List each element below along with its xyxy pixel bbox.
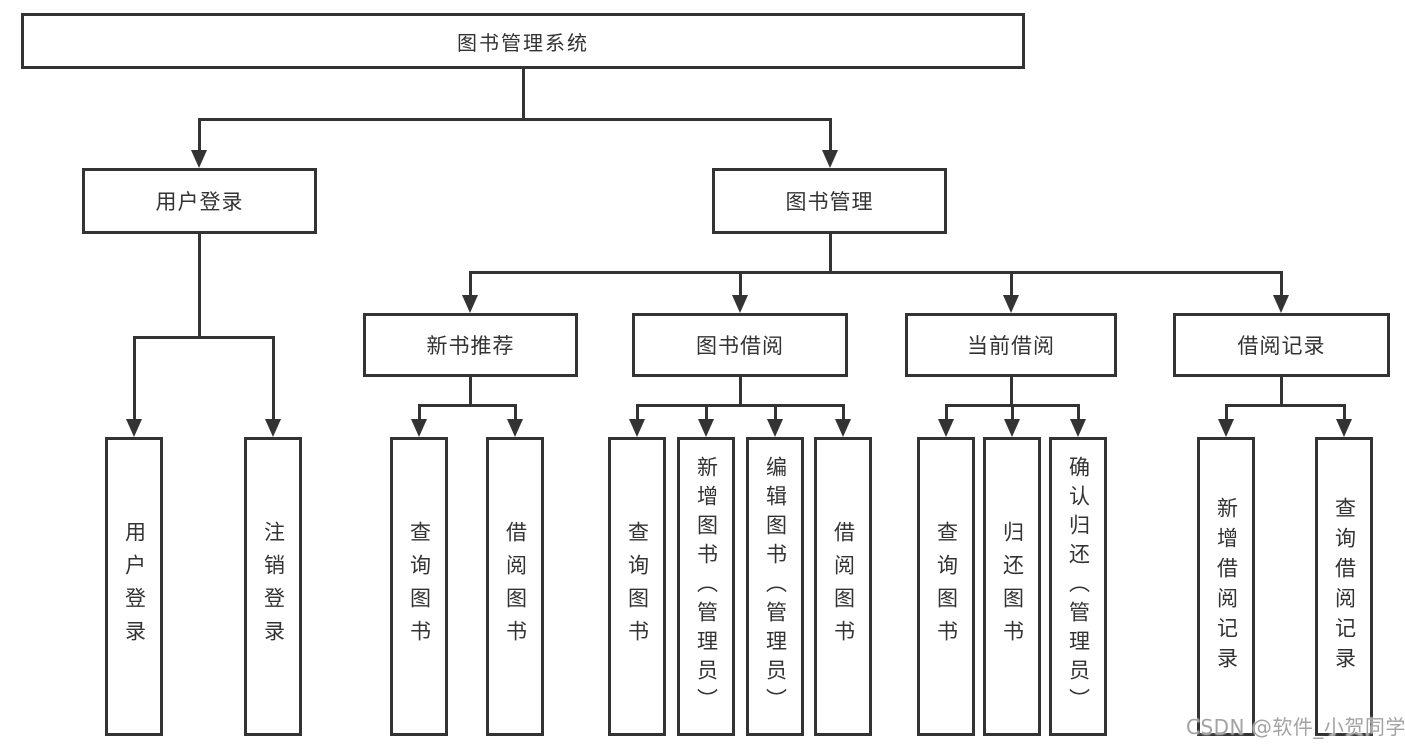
leaf-return-book: 归还图书 (983, 437, 1041, 736)
leaf-query-borrow-record: 查询借阅记录 (1315, 437, 1373, 736)
leaf-label: 确认归还（管理员） (1066, 456, 1091, 717)
connector-line (1279, 377, 1283, 405)
connector-line (635, 403, 845, 407)
connector-line (197, 234, 201, 337)
arrow-down-icon (629, 405, 645, 437)
arrow-down-icon (732, 272, 748, 313)
node-label: 用户登录 (155, 190, 244, 214)
arrow-down-icon (265, 337, 281, 437)
arrow-down-icon (411, 405, 427, 437)
connector-line (468, 377, 472, 405)
leaf-label: 用户登录 (122, 520, 147, 653)
leaf-user-login: 用户登录 (105, 437, 163, 736)
arrow-down-icon (191, 119, 207, 168)
leaf-add-borrow-record: 新增借阅记录 (1197, 437, 1255, 736)
arrow-down-icon (1218, 405, 1234, 437)
leaf-query-books-borrowing: 查询图书 (608, 437, 666, 736)
leaf-query-books-current: 查询图书 (917, 437, 975, 736)
connector-line (828, 234, 832, 272)
leaf-label: 查询借阅记录 (1332, 496, 1357, 677)
leaf-logout: 注销登录 (244, 437, 302, 736)
leaf-label: 查询图书 (407, 520, 432, 653)
connector-line (521, 69, 525, 119)
arrow-down-icon (507, 405, 523, 437)
connector-line (417, 403, 517, 407)
leaf-label: 新增图书（管理员） (694, 456, 719, 717)
arrow-down-icon (1070, 405, 1086, 437)
node-label: 当前借阅 (967, 334, 1055, 358)
connector-line (197, 117, 832, 121)
arrow-down-icon (767, 405, 783, 437)
connector-line (738, 377, 742, 405)
connector-line (132, 335, 275, 339)
arrow-down-icon (1003, 272, 1019, 313)
leaf-label: 查询图书 (625, 520, 650, 653)
arrow-down-icon (698, 405, 714, 437)
node-borrow-records: 借阅记录 (1173, 313, 1390, 377)
leaf-label: 注销登录 (261, 520, 286, 653)
node-user-login: 用户登录 (82, 168, 317, 234)
arrow-down-icon (1273, 272, 1289, 313)
leaf-label: 查询图书 (934, 520, 959, 653)
leaf-add-book-admin: 新增图书（管理员） (677, 437, 735, 736)
arrow-down-icon (822, 119, 838, 168)
connector-line (1009, 377, 1013, 405)
arrow-down-icon (1336, 405, 1352, 437)
leaf-confirm-return-admin: 确认归还（管理员） (1049, 437, 1107, 736)
connector-line (1224, 403, 1346, 407)
node-book-management: 图书管理 (712, 168, 947, 234)
node-label: 新书推荐 (426, 334, 515, 358)
leaf-borrow-books-recommend: 借阅图书 (486, 437, 544, 736)
leaf-edit-book-admin: 编辑图书（管理员） (746, 437, 804, 736)
node-label: 图书管理 (785, 190, 874, 214)
leaf-query-books-recommend: 查询图书 (390, 437, 448, 736)
arrow-down-icon (126, 337, 142, 437)
connector-line (944, 403, 1080, 407)
connector-line (468, 270, 1283, 274)
arrow-down-icon (835, 405, 851, 437)
leaf-label: 编辑图书（管理员） (763, 456, 788, 717)
node-library-system: 图书管理系统 (21, 13, 1025, 69)
leaf-label: 新增借阅记录 (1214, 496, 1239, 677)
node-new-book-recommend: 新书推荐 (363, 313, 578, 377)
node-label: 借阅记录 (1237, 334, 1326, 358)
leaf-label: 借阅图书 (503, 520, 528, 653)
watermark: CSDN @软件_小贺同学 (1186, 715, 1405, 739)
arrow-down-icon (462, 272, 478, 313)
leaf-label: 归还图书 (1000, 520, 1025, 653)
arrow-down-icon (1004, 405, 1020, 437)
leaf-borrow-books: 借阅图书 (814, 437, 872, 736)
node-label: 图书借阅 (696, 334, 784, 358)
arrow-down-icon (938, 405, 954, 437)
node-label: 图书管理系统 (457, 30, 589, 55)
node-current-borrowing: 当前借阅 (905, 313, 1117, 377)
node-book-borrowing: 图书借阅 (632, 313, 848, 377)
leaf-label: 借阅图书 (831, 520, 856, 653)
